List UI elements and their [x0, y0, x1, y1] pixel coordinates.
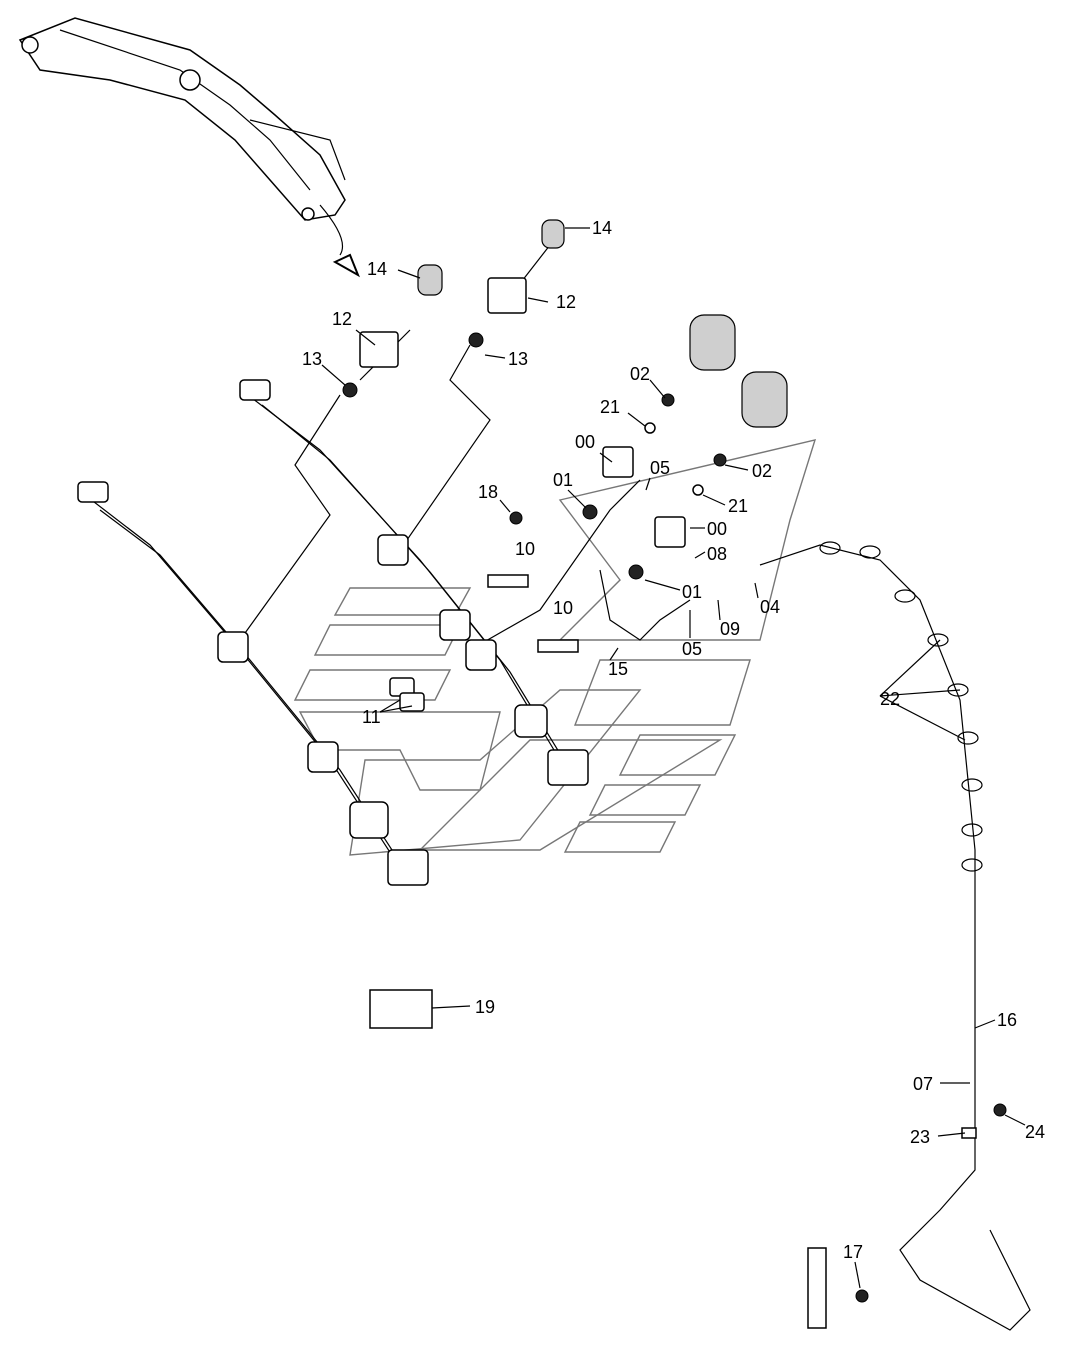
callout-17: 17	[843, 1242, 863, 1262]
clamps	[819, 541, 983, 872]
callout-24: 24	[1025, 1122, 1045, 1142]
callout-12-left: 12	[332, 309, 352, 329]
callout-23: 23	[910, 1127, 930, 1147]
callout-04: 04	[760, 597, 780, 617]
callout-13-left: 13	[302, 349, 322, 369]
callout-22: 22	[880, 689, 900, 709]
callout-10-lower: 10	[553, 598, 573, 618]
callout-21-upper: 21	[600, 397, 620, 417]
callout-05-lower: 05	[682, 639, 702, 659]
watermark-logo	[293, 439, 817, 856]
callout-02-upper: 02	[630, 364, 650, 384]
callout-01-upper: 01	[553, 470, 573, 490]
callout-15: 15	[608, 659, 628, 679]
callout-16: 16	[997, 1010, 1017, 1030]
callout-12-right: 12	[556, 292, 576, 312]
leader-lines	[321, 227, 1026, 1289]
excavator-boom	[18, 17, 360, 278]
part-19-box	[369, 989, 433, 1029]
callout-09: 09	[720, 619, 740, 639]
callout-13-right: 13	[508, 349, 528, 369]
callout-14-top: 14	[592, 218, 612, 238]
callout-01-lower: 01	[682, 582, 702, 602]
callout-07: 07	[913, 1074, 933, 1094]
components	[77, 219, 1007, 1329]
callout-21-lower: 21	[728, 496, 748, 516]
callout-14-left: 14	[367, 259, 387, 279]
callout-02-lower: 02	[752, 461, 772, 481]
pipe-lines	[84, 244, 1031, 1331]
callout-labels: 14 14 12 12 13 13 02 21 00 05 01 02 21 1…	[302, 218, 1045, 1262]
callout-00-upper: 00	[575, 432, 595, 452]
callout-11: 11	[362, 707, 381, 727]
callout-18: 18	[478, 482, 498, 502]
callout-19: 19	[475, 997, 495, 1017]
callout-00-lower: 00	[707, 519, 727, 539]
callout-08: 08	[707, 544, 727, 564]
callout-05-upper: 05	[650, 458, 670, 478]
callout-10-upper: 10	[515, 539, 535, 559]
